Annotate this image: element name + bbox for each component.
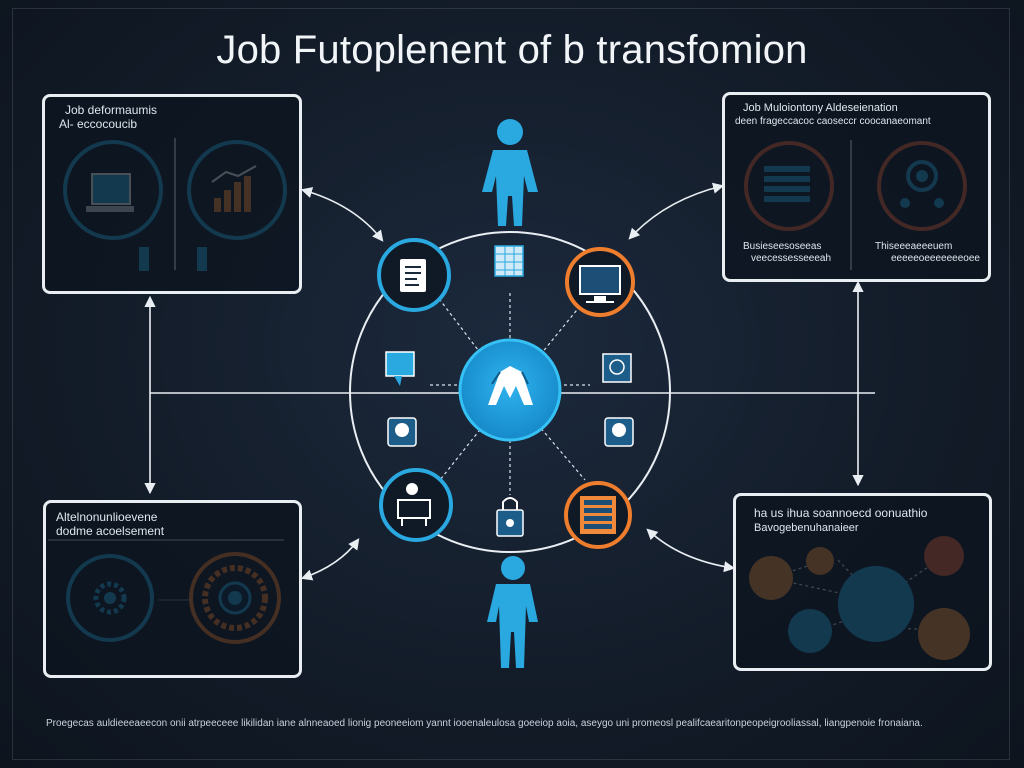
panel-top-right-caption-left-2: veecessesseeeah — [751, 253, 832, 264]
node-server — [564, 481, 632, 549]
document-icon — [400, 259, 426, 292]
camera-icon-left — [387, 417, 417, 447]
node-worker — [379, 468, 453, 542]
panel-bottom-right-heading: ha us ihua soannoecd oonuathio — [754, 506, 928, 520]
page-frame — [12, 8, 1010, 760]
panel-bottom-left: Altelnonunlioevene dodme acoelsement — [43, 500, 302, 678]
panel-bottom-left-heading: Altelnonunlioevene — [56, 510, 158, 524]
panel-bottom-left-subheading: dodme acoelsement — [56, 524, 165, 538]
panel-top-left: Job deformaumis Al- eccocoucib — [42, 94, 302, 294]
person-bottom-icon — [487, 556, 538, 668]
panel-top-right-caption-right-2: eeeeeoeeeeeeeoee — [891, 253, 980, 264]
panel-top-right: Job Muloiontony Aldeseienation deen frag… — [722, 92, 991, 282]
panel-top-right-caption-left-1: Busieseesoseeas — [743, 241, 822, 252]
panel-top-right-heading: Job Muloiontony Aldeseienation — [743, 102, 898, 114]
central-hub — [458, 338, 562, 442]
hands-icon — [488, 366, 533, 405]
spreadsheet-icon — [494, 245, 524, 277]
chat-bubble-icon — [385, 351, 415, 386]
node-document — [377, 238, 451, 312]
camera-icon-right — [604, 417, 634, 447]
footer-caption: Proegecas auldieeeaeecon onii atrpeeceee… — [46, 718, 923, 729]
monitor-icon — [579, 265, 621, 303]
workstation-icon — [397, 483, 431, 526]
panel-top-right-caption-right-1: Thiseeeaeeeuem — [875, 241, 953, 252]
page-title: Job Futoplenent of b transfomion — [216, 28, 808, 72]
server-rack-icon — [580, 496, 616, 534]
node-monitor — [565, 247, 635, 317]
user-profile-icon — [602, 353, 632, 383]
panel-bottom-right-subheading: Bavogebenuhanaieer — [754, 522, 859, 534]
panel-top-right-subheading: deen frageccacoc caoseccr coocanaeomant — [735, 116, 931, 127]
lock-icon — [496, 497, 524, 537]
orbit-ring — [349, 231, 671, 553]
panel-bottom-right: ha us ihua soannoecd oonuathio Bavogeben… — [733, 493, 992, 671]
panel-top-left-heading: Job deformaumis — [65, 103, 158, 117]
person-top-icon — [482, 119, 538, 226]
panel-top-left-subheading: Al- eccocoucib — [59, 117, 138, 131]
